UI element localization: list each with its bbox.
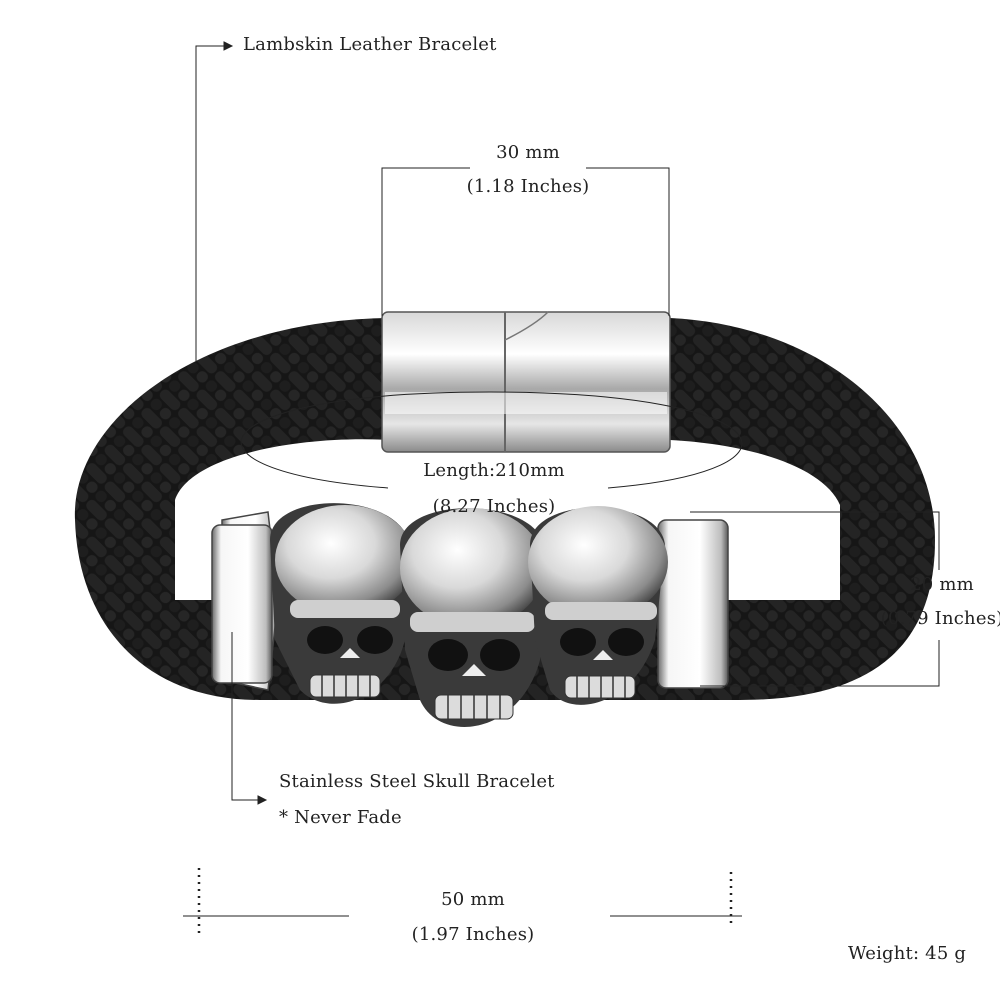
dimension-clasp-width [381, 167, 670, 316]
width-mm: 50 mm [441, 889, 505, 910]
callout-steel-line [231, 632, 268, 805]
steel-label: Stainless Steel Skull Bracelet [279, 771, 555, 792]
never-fade-label: * Never Fade [279, 807, 402, 828]
length-inches: (8.27 Inches) [432, 496, 556, 517]
magnetic-clasp [381, 311, 671, 453]
dimension-width-bottom [183, 868, 742, 936]
height-inches: (0.79 Inches) [880, 608, 1000, 629]
end-cap-left [211, 511, 279, 691]
skull-charms [270, 503, 668, 727]
end-cap-right [657, 519, 729, 689]
dimension-height [690, 511, 940, 687]
clasp-width-mm: 30 mm [496, 142, 560, 163]
weight-label: Weight: 45 g [848, 943, 967, 964]
leather-label: Lambskin Leather Bracelet [243, 34, 497, 55]
length-mm: Length:210mm [423, 460, 565, 481]
height-mm: 20 mm [910, 574, 974, 595]
callout-leather-line [195, 41, 234, 362]
clasp-width-inches: (1.18 Inches) [466, 176, 590, 197]
dimension-length-ellipse [240, 391, 743, 489]
width-inches: (1.97 Inches) [411, 924, 535, 945]
